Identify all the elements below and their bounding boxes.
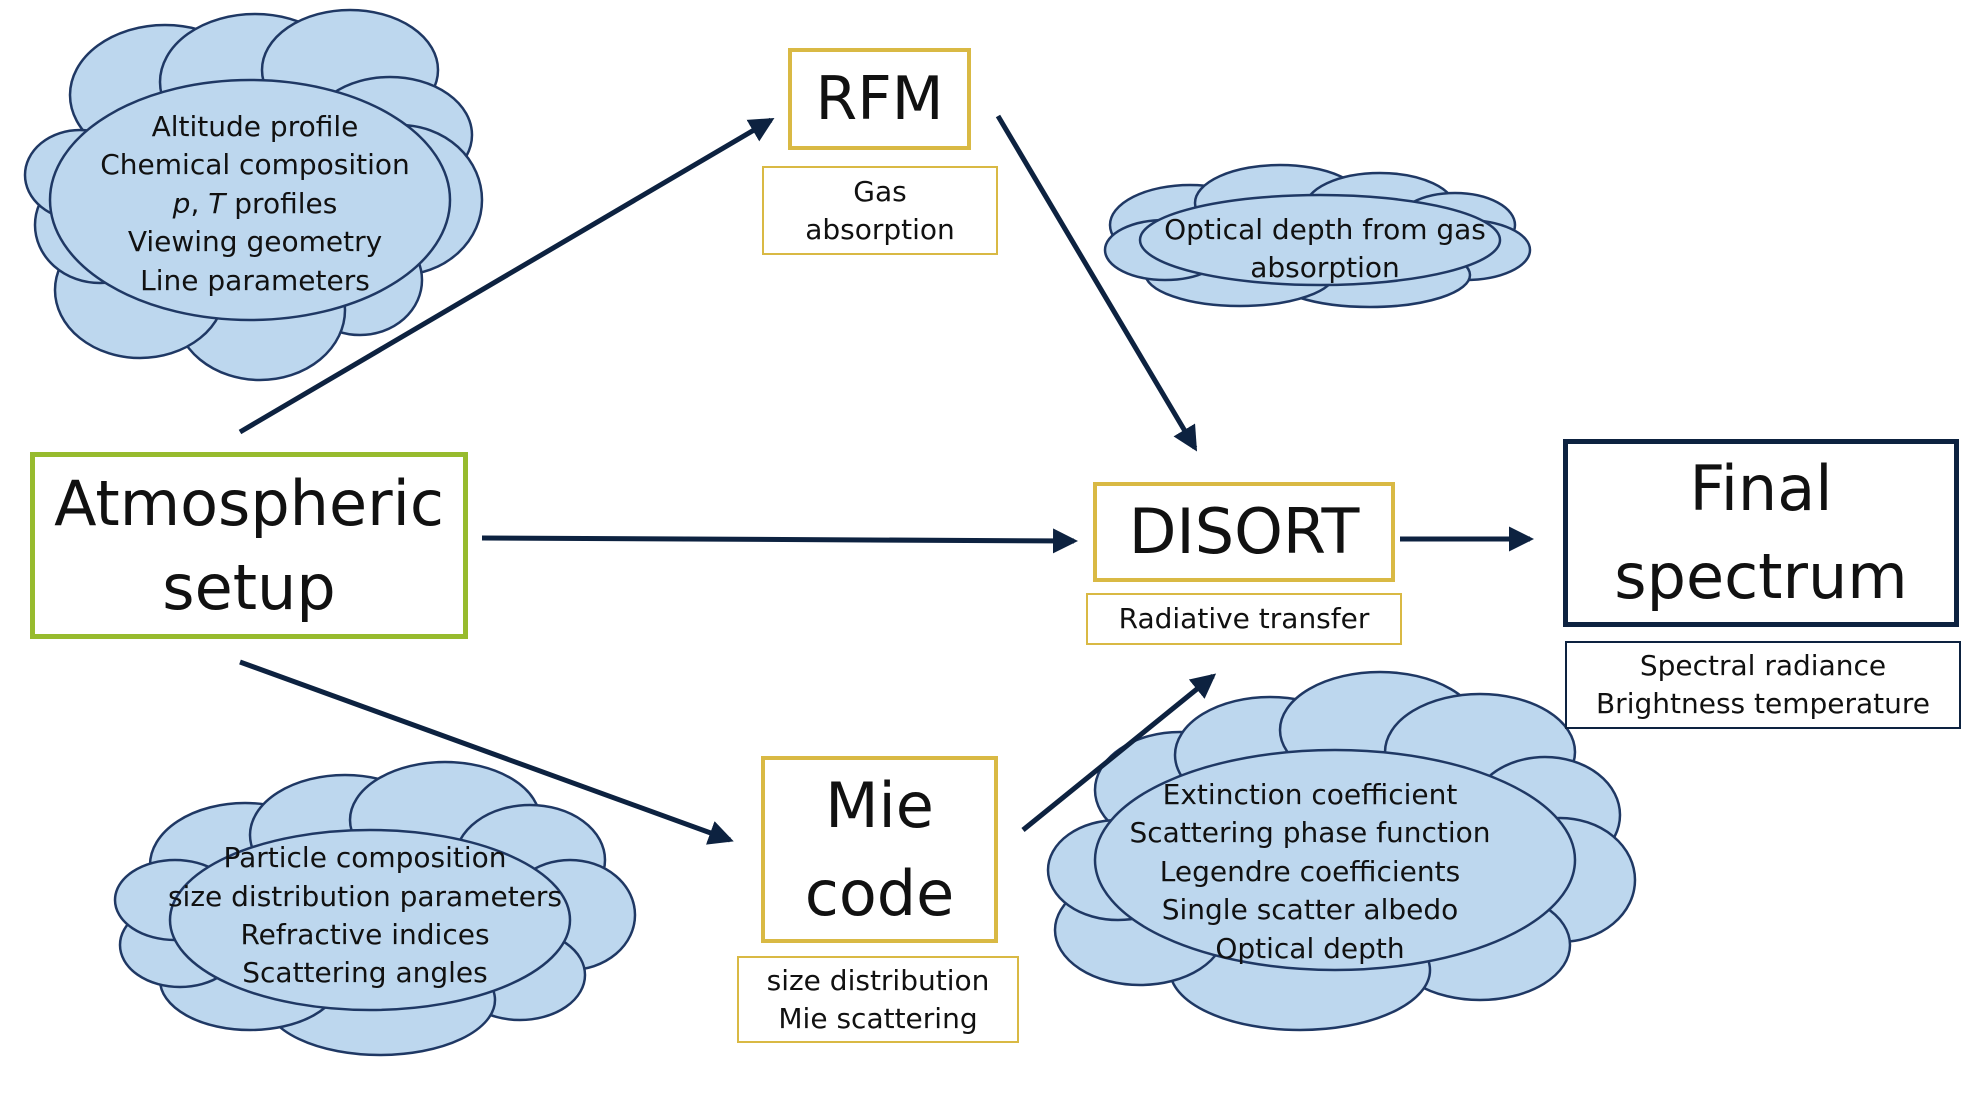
- node-atmospheric-setup[interactable]: Atmospheric setup: [30, 452, 468, 639]
- cloud-particle-line3: Refractive indices: [240, 918, 490, 951]
- disort-description: Radiative transfer: [1086, 593, 1402, 645]
- cloud-atmos-line3: p, T profiles: [172, 186, 338, 220]
- final-desc-line1: Spectral radiance: [1639, 649, 1887, 682]
- cloud-mie-outputs: Extinction coefficient Scattering phase …: [1115, 772, 1505, 972]
- cloud-particle-inputs: Particle composition size distribution p…: [160, 836, 570, 996]
- cloud-particle-inputs-shape: [113, 760, 637, 1057]
- cloud-atmos-line4: Viewing geometry: [127, 225, 383, 259]
- mie-description: size distribution Mie scattering: [737, 956, 1019, 1043]
- rfm-desc-line1: Gas: [853, 174, 907, 208]
- cloud-mie-line1: Extinction coefficient: [1162, 777, 1458, 811]
- cloud-particle-line2: size distribution parameters: [167, 879, 563, 913]
- cloud-atmos-line1: Altitude profile: [151, 109, 359, 143]
- arrow-setup-to-mie: [239, 659, 734, 845]
- cloud-mie-line4: Single scatter albedo: [1161, 893, 1459, 927]
- atmospheric-setup-line2: setup: [162, 550, 336, 624]
- cloud-gas-output-shape: [1103, 163, 1532, 309]
- cloud-gas-line1: Optical depth from gas: [1164, 212, 1486, 246]
- node-mie-code[interactable]: Mie code: [761, 756, 998, 943]
- mie-line1: Mie: [825, 768, 934, 842]
- mie-line2: code: [804, 856, 955, 930]
- cloud-atmos-line5: Line parameters: [140, 263, 370, 297]
- disort-desc-line1: Radiative transfer: [1118, 602, 1370, 635]
- cloud-mie-line3: Legendre coefficients: [1159, 854, 1461, 888]
- temperature-symbol: T: [208, 186, 226, 220]
- cloud-mie-outputs-shape: [1046, 670, 1637, 1032]
- mie-desc-line1: size distribution: [766, 963, 990, 997]
- cloud-atmos-line2: Chemical composition: [100, 148, 410, 182]
- final-desc-line2: Brightness temperature: [1595, 687, 1931, 720]
- arrow-rfm-to-disort: [995, 114, 1198, 452]
- cloud-mie-line5: Optical depth: [1215, 931, 1405, 965]
- rfm-desc-line2: absorption: [805, 212, 955, 246]
- atmospheric-setup-line1: Atmospheric: [54, 466, 444, 540]
- disort-title: DISORT: [1128, 494, 1360, 568]
- final-line2: spectrum: [1614, 540, 1908, 613]
- cloud-mie-line2: Scattering phase function: [1129, 816, 1491, 850]
- cloud-particle-line4: Scattering angles: [242, 956, 488, 990]
- arrow-setup-to-disort: [481, 528, 1078, 554]
- final-description: Spectral radiance Brightness temperature: [1565, 641, 1961, 729]
- cloud-atmos-inputs-shape: [23, 8, 484, 382]
- cloud-atmos-inputs: Altitude profile Chemical composition p,…: [60, 104, 450, 304]
- cloud-gas-output: Optical depth from gas absorption: [1150, 209, 1500, 289]
- rfm-title: RFM: [815, 64, 944, 134]
- cloud-gas-line2: absorption: [1250, 251, 1400, 284]
- mie-desc-line2: Mie scattering: [778, 1001, 978, 1035]
- cloud-particle-line1: Particle composition: [223, 841, 507, 875]
- rfm-description: Gas absorption: [762, 166, 998, 255]
- pressure-symbol: p: [172, 186, 191, 220]
- node-disort[interactable]: DISORT: [1093, 482, 1395, 582]
- arrow-setup-to-rfm: [238, 117, 775, 435]
- node-final-spectrum[interactable]: Final spectrum: [1563, 439, 1959, 627]
- final-line1: Final: [1689, 452, 1833, 525]
- node-rfm[interactable]: RFM: [788, 48, 971, 150]
- arrow-mie-to-disort: [1021, 673, 1217, 832]
